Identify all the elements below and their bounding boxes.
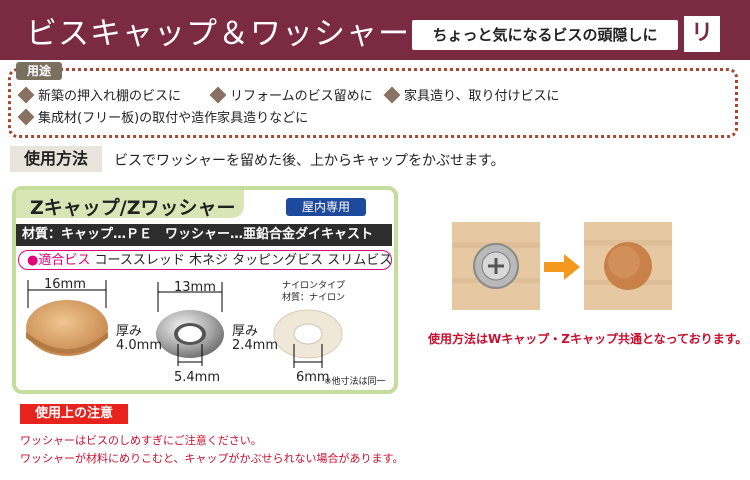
category-tab: リ <box>684 16 720 52</box>
nylon-type: ナイロンタイプ <box>282 281 346 291</box>
z-washer-hole-inner <box>178 326 202 342</box>
cap-thickness-label: 厚み <box>116 324 143 339</box>
cap-thickness: 4.0mm <box>116 338 163 353</box>
before-photo <box>452 222 540 310</box>
indoor-only-badge: 屋内専用 <box>286 198 366 216</box>
compatible-screws-label: ●適合ビス <box>27 253 91 268</box>
washer-thickness: 2.4mm <box>232 338 279 353</box>
usage-box <box>8 68 738 138</box>
caution-label: 使用上の注意 <box>20 404 128 424</box>
usage-item: 家具造り、取り付けビスに <box>404 89 560 104</box>
photos-note: 使用方法はWキャップ・Zキャップ共通となっております。 <box>428 332 748 346</box>
header-subtitle: ちょっと気になるビスの頭隠しに <box>412 20 678 50</box>
after-photo <box>584 222 672 310</box>
arrow-right-icon <box>544 254 580 280</box>
nylon-washer-hole <box>293 323 323 345</box>
page-title: ビスキャップ＆ワッシャー <box>26 16 410 52</box>
caution-line: ワッシャーはビスのしめすぎにご注意ください。 <box>20 434 262 447</box>
cap-width: 16mm <box>44 277 86 292</box>
washer-width: 13mm <box>174 280 216 295</box>
product-name: Zキャップ/Zワッシャー <box>30 197 236 219</box>
z-cap-rim <box>26 332 108 354</box>
material-bar: 材質：キャップ…ＰＥ ワッシャー…亜鉛合金ダイキャスト <box>16 224 392 246</box>
how-to-use-text: ビスでワッシャーを留めた後、上からキャップをかぶせます。 <box>114 153 505 169</box>
washer-thickness-label: 厚み <box>232 324 259 339</box>
compatible-screws-list: コーススレッド 木ネジ タッピングビス スリムビス <box>90 253 393 268</box>
nylon-hole-size: 6mm <box>296 370 330 385</box>
usage-item: 集成材(フリー板)の取付や造作家具造りなどに <box>38 111 309 126</box>
z-cap <box>26 300 108 356</box>
usage-item: 新築の押入れ棚のビスに <box>38 89 182 104</box>
nylon-note: ※他寸法は同一 <box>324 377 386 387</box>
compatible-screws: ●適合ビス コーススレッド 木ネジ タッピングビス スリムビス <box>18 250 392 270</box>
washer-hole-size: 5.4mm <box>174 370 221 385</box>
product-diagram <box>26 280 343 368</box>
usage-label: 用途 <box>16 62 62 80</box>
product-name-tab <box>16 190 244 218</box>
caution-line: ワッシャーが材料にめりこむと、キャップがかぶせられない場合があります。 <box>20 452 404 465</box>
usage-item: リフォームのビス留めに <box>230 89 373 104</box>
how-to-use-label: 使用方法 <box>10 146 102 172</box>
nylon-material: 材質：ナイロン <box>282 293 346 303</box>
